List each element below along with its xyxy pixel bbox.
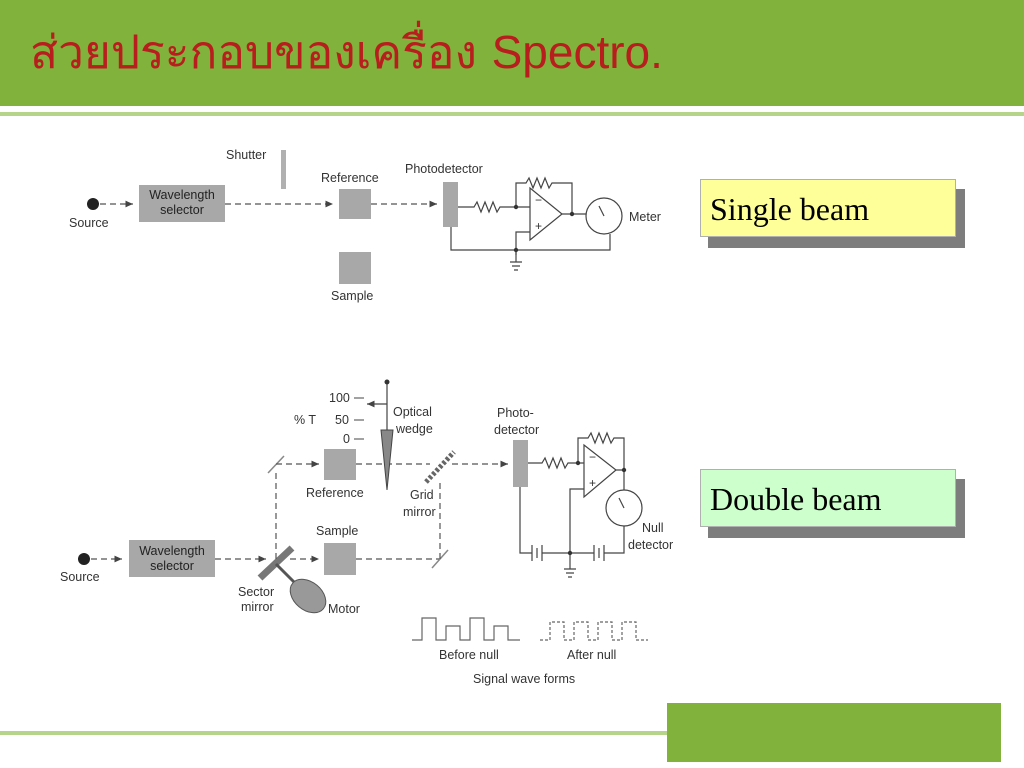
shutter	[281, 150, 286, 189]
null-detector-circuit	[519, 431, 643, 578]
sample-label: Sample	[331, 289, 373, 303]
t0-label: 0	[343, 432, 350, 446]
op-amp-plus: +	[589, 476, 596, 490]
double-beam-diagram: Source Wavelength selector Sector mirror…	[60, 379, 673, 686]
motor-label: Motor	[328, 602, 360, 616]
waveform-after-null	[540, 621, 648, 641]
sample-cell	[324, 543, 356, 575]
junction-dot	[621, 467, 627, 473]
sector-mirror-label-2: mirror	[241, 600, 274, 614]
junction-dot	[513, 204, 519, 210]
footer-accent-line	[0, 731, 668, 735]
page-title: ส่วยประกอบของเครื่อง Spectro.	[30, 22, 663, 82]
grid-mirror-label-2: mirror	[403, 505, 436, 519]
single-beam-badge: Single beam	[700, 179, 965, 248]
t50-label: 50	[335, 413, 349, 427]
header-accent-line	[0, 112, 1024, 116]
title-bar: ส่วยประกอบของเครื่อง Spectro.	[0, 0, 1024, 106]
optical-wedge-label-1: Optical	[393, 405, 432, 419]
photodetector	[513, 440, 528, 487]
amplifier-circuit	[450, 176, 623, 271]
shutter-label: Shutter	[226, 148, 266, 162]
waveform-before-null	[412, 617, 520, 641]
double-beam-label: Double beam	[700, 469, 956, 527]
footer-block	[667, 703, 1001, 762]
source-lamp	[78, 553, 90, 565]
after-null-label: After null	[567, 648, 616, 662]
op-amp-plus: +	[535, 219, 542, 233]
title-thai: ส่วยประกอบของเครื่อง	[30, 25, 477, 79]
sector-mirror	[257, 545, 295, 581]
optical-wedge	[380, 429, 394, 491]
t100-label: 100	[329, 391, 350, 405]
percent-t-label: % T	[294, 413, 316, 427]
wavelength-selector-label-1: Wavelength	[139, 544, 205, 558]
double-beam-badge: Double beam	[700, 469, 965, 538]
grid-mirror-label-1: Grid	[410, 488, 434, 502]
wavelength-selector	[129, 540, 215, 577]
wavelength-selector-label-2: selector	[160, 203, 204, 217]
sample-cell	[339, 252, 371, 284]
wedge-pivot	[384, 379, 390, 385]
before-null-label: Before null	[439, 648, 499, 662]
optical-wedge-label-2: wedge	[395, 422, 433, 436]
source-label: Source	[60, 570, 100, 584]
meter-label: Meter	[629, 210, 661, 224]
title-latin: Spectro.	[491, 26, 663, 78]
junction-dot	[513, 247, 519, 253]
reference-cell	[339, 189, 371, 219]
wavelength-selector-label-1: Wavelength	[149, 188, 215, 202]
null-detector-label-1: Null	[642, 521, 664, 535]
photodetector-label: Photodetector	[405, 162, 483, 176]
junction-dot	[569, 211, 575, 217]
reference-label: Reference	[321, 171, 379, 185]
wavelength-selector-label-2: selector	[150, 559, 194, 573]
op-amp-minus: −	[535, 193, 542, 207]
signal-wave-forms-label: Signal wave forms	[473, 672, 575, 686]
motor	[289, 578, 327, 614]
reference-label: Reference	[306, 486, 364, 500]
op-amp-minus: −	[589, 450, 596, 464]
single-beam-diagram: Source Wavelength selector Shutter Refer…	[69, 148, 661, 303]
photodetector	[443, 182, 458, 227]
null-detector-label-2: detector	[628, 538, 673, 552]
source-lamp	[87, 198, 99, 210]
grid-mirror	[424, 450, 456, 484]
source-label: Source	[69, 216, 109, 230]
junction-dot	[575, 460, 581, 466]
wavelength-selector	[139, 185, 225, 222]
sector-mirror-label-1: Sector	[238, 585, 274, 599]
photodetector-label-1: Photo-	[497, 406, 534, 420]
single-beam-label: Single beam	[700, 179, 956, 237]
junction-dot	[567, 550, 573, 556]
photodetector-label-2: detector	[494, 423, 539, 437]
reference-cell	[324, 449, 356, 480]
sample-label: Sample	[316, 524, 358, 538]
